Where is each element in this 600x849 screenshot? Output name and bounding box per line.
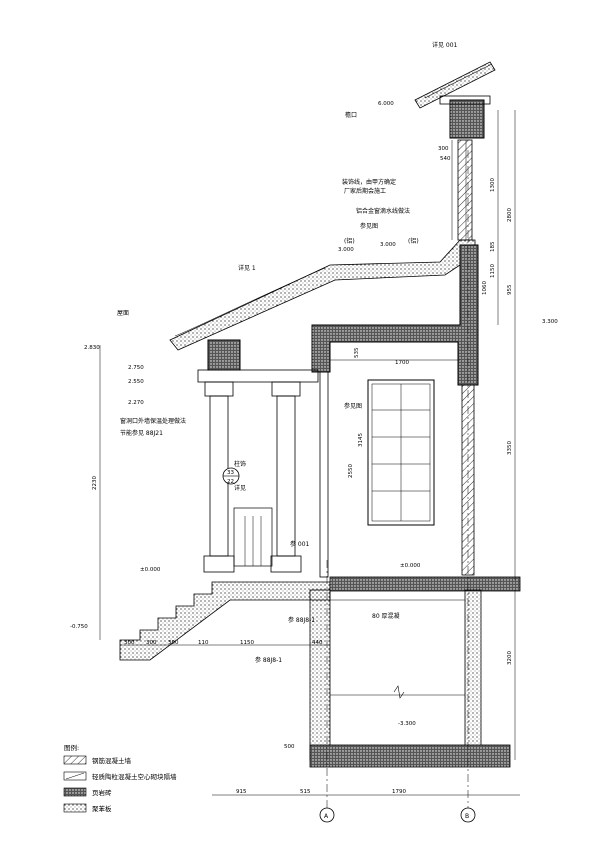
upper-wall xyxy=(451,139,473,241)
callout-insulation: 窗洞口外墙保温处理做法 xyxy=(120,417,186,425)
dim-2230: 2230 xyxy=(92,476,98,490)
dim-955: 955 xyxy=(507,284,513,295)
dim-300: 300 xyxy=(438,146,449,152)
callout-al-2: (铝) xyxy=(408,237,419,245)
elev-2750: 2.750 xyxy=(128,365,144,371)
dim-2800: 2800 xyxy=(507,208,513,222)
dim-step-300b: 300 xyxy=(146,640,157,646)
dim-1060: 1060 xyxy=(482,281,488,295)
elev-3300-neg: -3.300 xyxy=(398,721,416,727)
ground-and-stairs xyxy=(119,576,521,661)
dim-step-300a: 300 xyxy=(124,640,135,646)
elev-0750: -0.750 xyxy=(70,624,88,630)
basement xyxy=(309,589,511,768)
callout-see-drawing-1: 参见图 xyxy=(360,222,378,230)
callout-see-drawing-2: 参见图 xyxy=(344,402,362,410)
callout-manufacturer: 厂家后期会施工 xyxy=(344,187,386,195)
dim-1300: 1300 xyxy=(490,178,496,192)
callout-title-ref: 详见 001 xyxy=(432,41,458,49)
elev-3000a: 3.000 xyxy=(338,247,354,253)
elev-2270: 2.270 xyxy=(128,400,144,406)
legend-title: 图例: xyxy=(64,743,79,752)
callout-detail-2: 详见 xyxy=(234,484,246,492)
callout-molding: 装饰线，由甲方确定 xyxy=(342,178,396,186)
callout-eaves: 檐口 xyxy=(345,111,357,119)
callout-al-1: (铝) xyxy=(344,237,355,245)
legend-shale-brick: 页岩砖 xyxy=(92,788,112,797)
elev-3300: 3.300 xyxy=(542,319,558,325)
dim-540: 540 xyxy=(440,156,451,162)
callout-ref-001: 参 001 xyxy=(290,540,310,548)
legend-ceramsite-block: 轻质陶粒混凝土空心砌块隔墙 xyxy=(92,772,177,781)
dim-110: 110 xyxy=(198,640,209,646)
callout-roof: 屋面 xyxy=(117,310,129,317)
axis-label-a: A xyxy=(324,813,329,820)
dim-1150: 1150 xyxy=(490,264,496,278)
legend-swatches xyxy=(63,755,87,813)
detail-sheet: 22 xyxy=(227,479,234,485)
callout-detail-1: 详见 1 xyxy=(238,264,256,272)
dim-500: 500 xyxy=(284,744,295,750)
detail-marker xyxy=(222,467,240,485)
elev-3000b: 3.000 xyxy=(380,242,396,248)
dim-3145: 3145 xyxy=(358,433,364,447)
dim-3200: 3200 xyxy=(507,651,513,665)
axis-lines xyxy=(319,150,476,823)
dim-1790: 1790 xyxy=(392,789,406,795)
elev-2550: 2.550 xyxy=(128,379,144,385)
legend-rc-wall: 钢筋混凝土墙 xyxy=(92,756,132,765)
callout-concrete-80: 80 厚混凝 xyxy=(372,612,400,620)
dim-step-300c: 300 xyxy=(168,640,179,646)
dim-3350: 3350 xyxy=(507,441,513,455)
legend-eps-board: 聚苯板 xyxy=(92,804,112,813)
dim-1700: 1700 xyxy=(395,360,409,366)
dim-915: 915 xyxy=(236,789,247,795)
elev-0000b: ±0.000 xyxy=(400,563,421,569)
detail-number: 33 xyxy=(227,470,234,476)
dim-535: 535 xyxy=(354,347,360,358)
dim-440: 440 xyxy=(312,640,323,646)
callout-window-drip: 铝合金窗滴水线做法 xyxy=(356,207,410,215)
elev-0000a: ±0.000 xyxy=(140,567,161,573)
elev-6000: 6.000 xyxy=(378,101,394,107)
window xyxy=(367,379,435,526)
elev-2830: 2.830 xyxy=(84,345,100,351)
callout-88j8-1b: 参 88J8-1 xyxy=(255,656,282,664)
callout-column-trim: 柱饰 xyxy=(234,460,246,468)
upper-roof xyxy=(414,61,496,139)
dim-185: 185 xyxy=(490,241,496,252)
callout-88j21: 节能参见 88J21 xyxy=(120,429,163,437)
dim-1150-bottom: 1150 xyxy=(240,640,254,646)
axis-label-b: B xyxy=(465,813,469,820)
callout-88j8-1a: 参 88J8-1 xyxy=(288,616,315,624)
main-structure xyxy=(311,244,479,578)
dim-515: 515 xyxy=(300,789,311,795)
dim-2550: 2550 xyxy=(348,464,354,478)
dimension-lines xyxy=(99,110,520,796)
